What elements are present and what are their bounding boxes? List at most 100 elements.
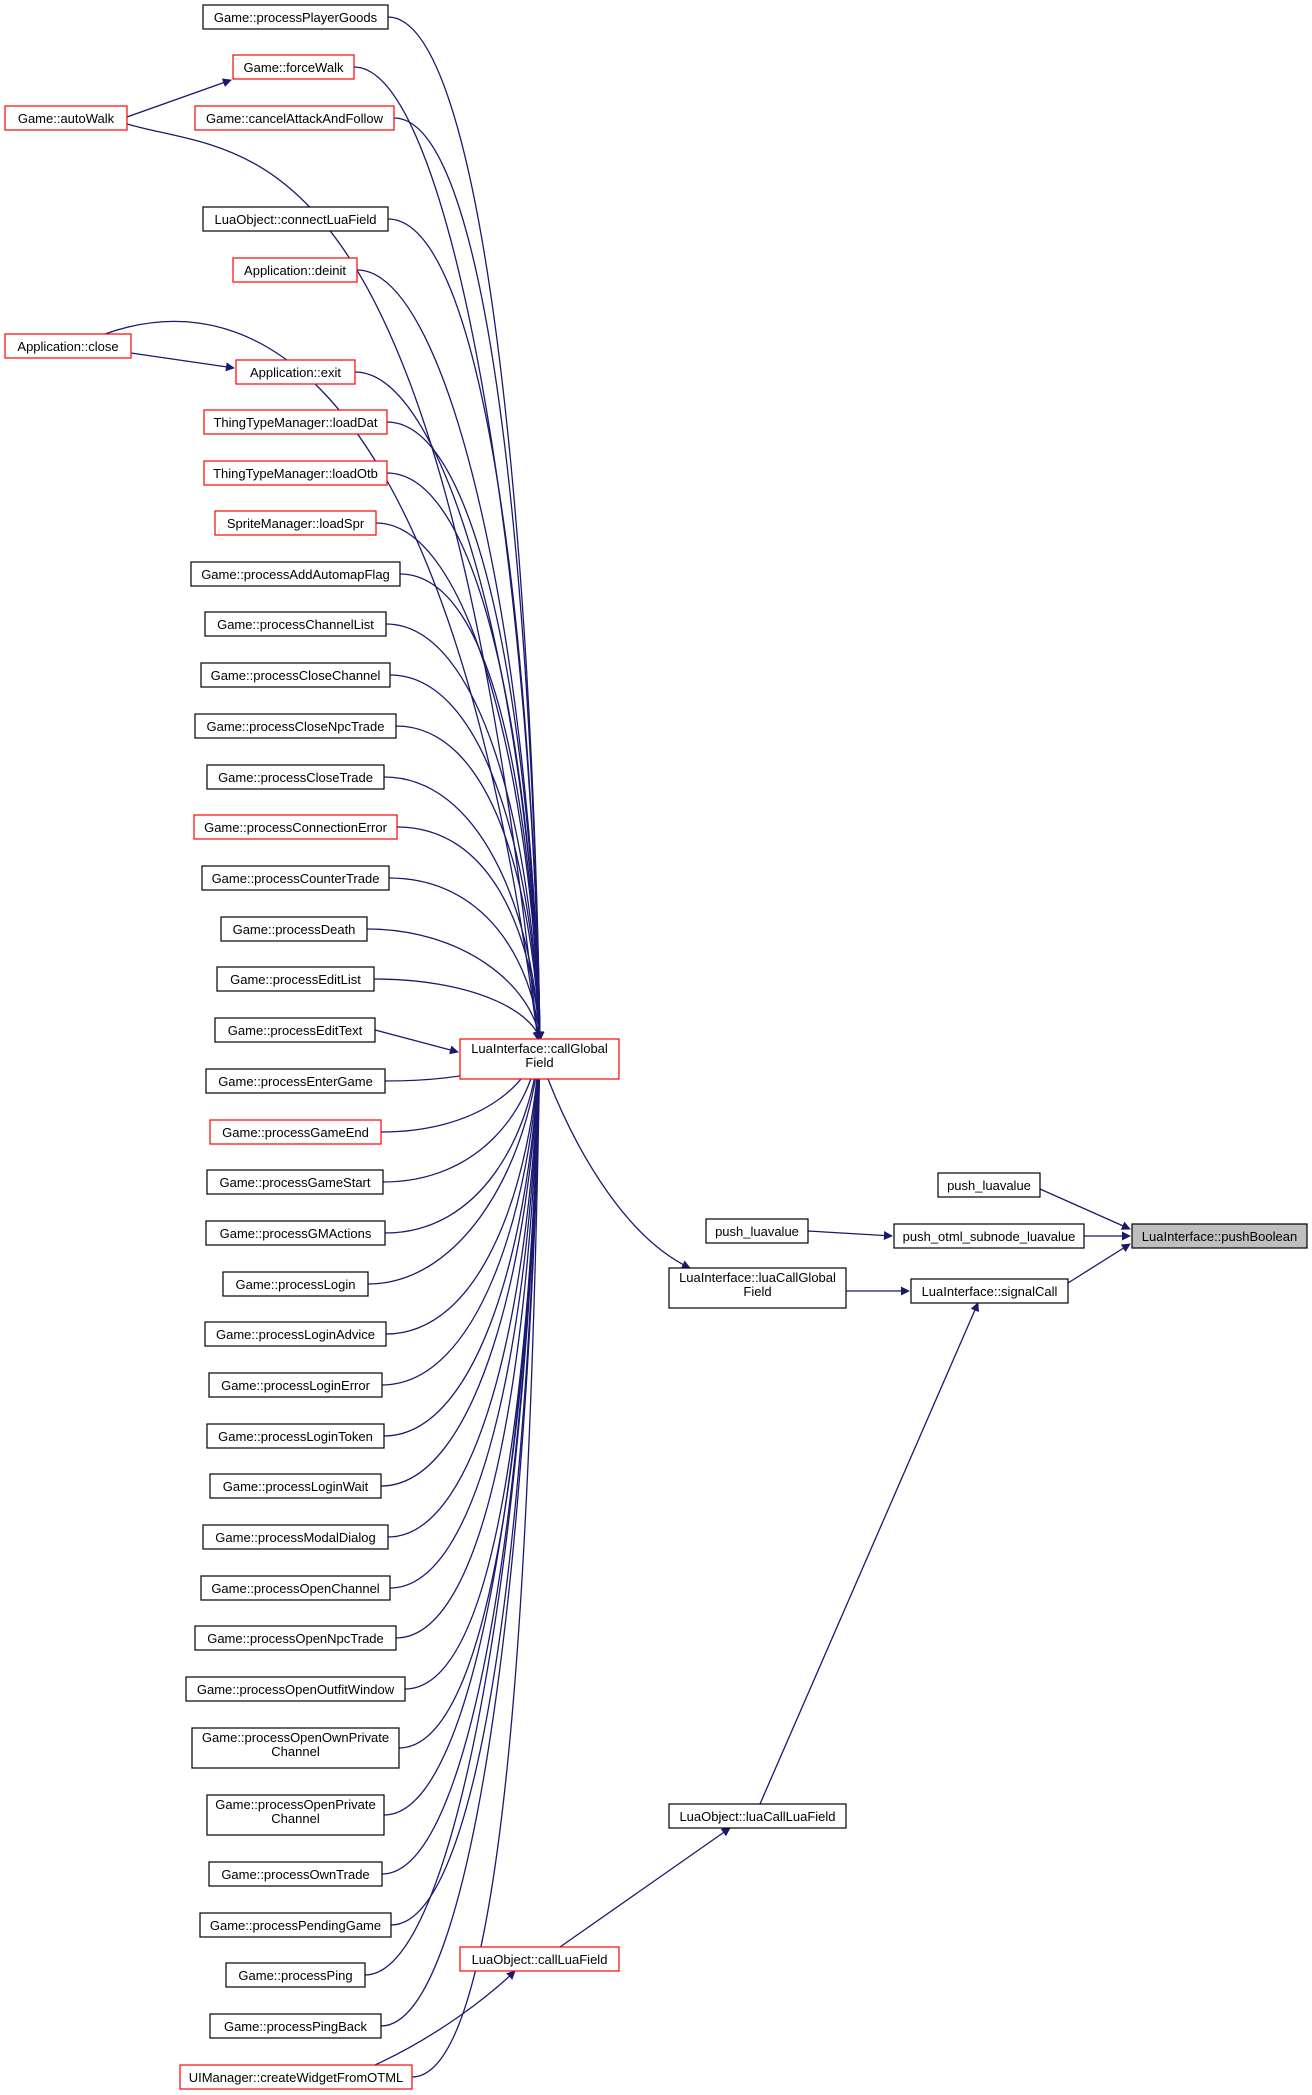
edge-processLoginAdvice-to-callGlobalField [385, 1039, 545, 1335]
node-processDeath[interactable]: Game::processDeath [220, 916, 368, 942]
node-box [200, 662, 391, 688]
node-appExit[interactable]: Application::exit [235, 359, 356, 385]
node-processConnectionError[interactable]: Game::processConnectionError [193, 814, 398, 840]
node-label: ThingTypeManager::loadDat [213, 415, 377, 430]
node-loadDat[interactable]: ThingTypeManager::loadDat [203, 409, 388, 435]
node-processOpenNpcTrade[interactable]: Game::processOpenNpcTrade [194, 1625, 397, 1651]
node-label: Game::processLoginError [221, 1378, 371, 1393]
edge-appClose-to-callGlobalField [104, 320, 542, 1041]
node-processCounterTrade[interactable]: Game::processCounterTrade [201, 865, 390, 891]
node-box [194, 1625, 397, 1651]
node-box [893, 1223, 1085, 1249]
node-label: Game::processLoginWait [223, 1479, 369, 1494]
node-label: Channel [271, 1744, 320, 1759]
edge-connectLuaField-to-callGlobalField [387, 218, 545, 1041]
node-box [202, 206, 389, 232]
node-pushBoolean[interactable]: LuaInterface::pushBoolean [1131, 1223, 1308, 1249]
node-box [214, 510, 377, 536]
node-processGameEnd[interactable]: Game::processGameEnd [209, 1119, 382, 1145]
node-processChannelList[interactable]: Game::processChannelList [204, 611, 387, 637]
edge-processPingBack-to-callGlobalField [380, 1039, 545, 2027]
node-processAddAutomapFlag[interactable]: Game::processAddAutomapFlag [190, 561, 401, 587]
node-label: Game::processGMActions [220, 1226, 372, 1241]
node-luaCallLuaField[interactable]: LuaObject::luaCallLuaField [668, 1803, 847, 1829]
node-box [208, 1861, 383, 1887]
node-processGameStart[interactable]: Game::processGameStart [206, 1169, 384, 1195]
node-processModalDialog[interactable]: Game::processModalDialog [202, 1524, 389, 1550]
node-box [232, 257, 358, 283]
node-appDeinit[interactable]: Application::deinit [232, 257, 358, 283]
node-box [206, 1794, 385, 1836]
node-createWidgetFromOTML[interactable]: UIManager::createWidgetFromOTML [179, 2064, 413, 2090]
edge-appClose-to-appExit [130, 352, 235, 372]
node-label: Game::processOpenOwnPrivate [202, 1730, 389, 1745]
node-signalCall[interactable]: LuaInterface::signalCall [910, 1278, 1069, 1304]
node-loadSpr[interactable]: SpriteManager::loadSpr [214, 510, 377, 536]
node-processOpenChannel[interactable]: Game::processOpenChannel [200, 1575, 391, 1601]
node-box [208, 1372, 383, 1398]
node-label: Application::exit [250, 365, 341, 380]
node-label: Game::processOwnTrade [221, 1867, 369, 1882]
node-label: Game::cancelAttackAndFollow [206, 111, 384, 126]
node-box [668, 1803, 847, 1829]
node-processLoginError[interactable]: Game::processLoginError [208, 1372, 383, 1398]
node-box [205, 1220, 386, 1246]
node-processEditList[interactable]: Game::processEditList [216, 966, 375, 992]
node-label: LuaInterface::pushBoolean [1142, 1229, 1297, 1244]
edge-processConnectionError-to-callGlobalField [396, 826, 544, 1041]
node-loadOtb[interactable]: ThingTypeManager::loadOtb [203, 460, 388, 486]
node-processEditText[interactable]: Game::processEditText [214, 1017, 376, 1043]
node-processCloseTrade[interactable]: Game::processCloseTrade [206, 764, 385, 790]
edge-pushLuavalueTop-to-pushBoolean [1039, 1188, 1131, 1230]
node-processPing[interactable]: Game::processPing [225, 1962, 366, 1988]
node-label: push_otml_subnode_luavalue [903, 1229, 1076, 1244]
node-appClose[interactable]: Application::close [4, 333, 132, 359]
node-box [206, 1169, 384, 1195]
node-callLuaField[interactable]: LuaObject::callLuaField [459, 1946, 620, 1972]
node-processLoginWait[interactable]: Game::processLoginWait [209, 1473, 382, 1499]
node-forceWalk[interactable]: Game::forceWalk [232, 54, 355, 80]
node-label: Game::processOpenOutfitWindow [197, 1682, 395, 1697]
node-label: push_luavalue [715, 1224, 799, 1239]
edge-loadDat-to-callGlobalField [386, 421, 545, 1041]
node-processCloseNpcTrade[interactable]: Game::processCloseNpcTrade [194, 713, 397, 739]
node-processLogin[interactable]: Game::processLogin [222, 1271, 369, 1297]
node-connectLuaField[interactable]: LuaObject::connectLuaField [202, 206, 389, 232]
node-label: Game::forceWalk [244, 60, 344, 75]
edge-callLuaField-to-luaCallLuaField [559, 1827, 731, 1948]
node-box [200, 1575, 391, 1601]
node-box [232, 54, 355, 80]
node-box [220, 916, 368, 942]
node-cancelAttackAndFollow[interactable]: Game::cancelAttackAndFollow [194, 105, 395, 131]
node-processPingBack[interactable]: Game::processPingBack [209, 2013, 382, 2039]
node-processGMActions[interactable]: Game::processGMActions [205, 1220, 386, 1246]
edge-processEditText-to-callGlobalField [374, 1029, 459, 1055]
node-box [937, 1172, 1041, 1198]
node-box [910, 1278, 1069, 1304]
node-label: ThingTypeManager::loadOtb [213, 466, 378, 481]
node-processPendingGame[interactable]: Game::processPendingGame [199, 1912, 392, 1938]
node-processCloseChannel[interactable]: Game::processCloseChannel [200, 662, 391, 688]
node-processEnterGame[interactable]: Game::processEnterGame [205, 1068, 386, 1094]
node-label: Game::processCloseChannel [211, 668, 381, 683]
node-pushLuavalueMid[interactable]: push_luavalue [705, 1218, 809, 1244]
node-pushOtmlSubnode[interactable]: push_otml_subnode_luavalue [893, 1223, 1085, 1249]
node-autoWalk[interactable]: Game::autoWalk [4, 105, 128, 131]
node-label: push_luavalue [947, 1178, 1031, 1193]
node-processPlayerGoods[interactable]: Game::processPlayerGoods [202, 4, 389, 30]
node-box [222, 1271, 369, 1297]
node-processLoginAdvice[interactable]: Game::processLoginAdvice [204, 1321, 387, 1347]
node-label: Game::processLoginAdvice [216, 1327, 375, 1342]
node-processOwnTrade[interactable]: Game::processOwnTrade [208, 1861, 383, 1887]
node-processLoginToken[interactable]: Game::processLoginToken [206, 1423, 385, 1449]
node-pushLuavalueTop[interactable]: push_luavalue [937, 1172, 1041, 1198]
node-processOpenOutfitWindow[interactable]: Game::processOpenOutfitWindow [185, 1676, 406, 1702]
edge-processPendingGame-to-callGlobalField [390, 1039, 545, 1926]
node-box [206, 1423, 385, 1449]
node-label: Game::processCloseTrade [218, 770, 373, 785]
node-box [205, 1068, 386, 1094]
